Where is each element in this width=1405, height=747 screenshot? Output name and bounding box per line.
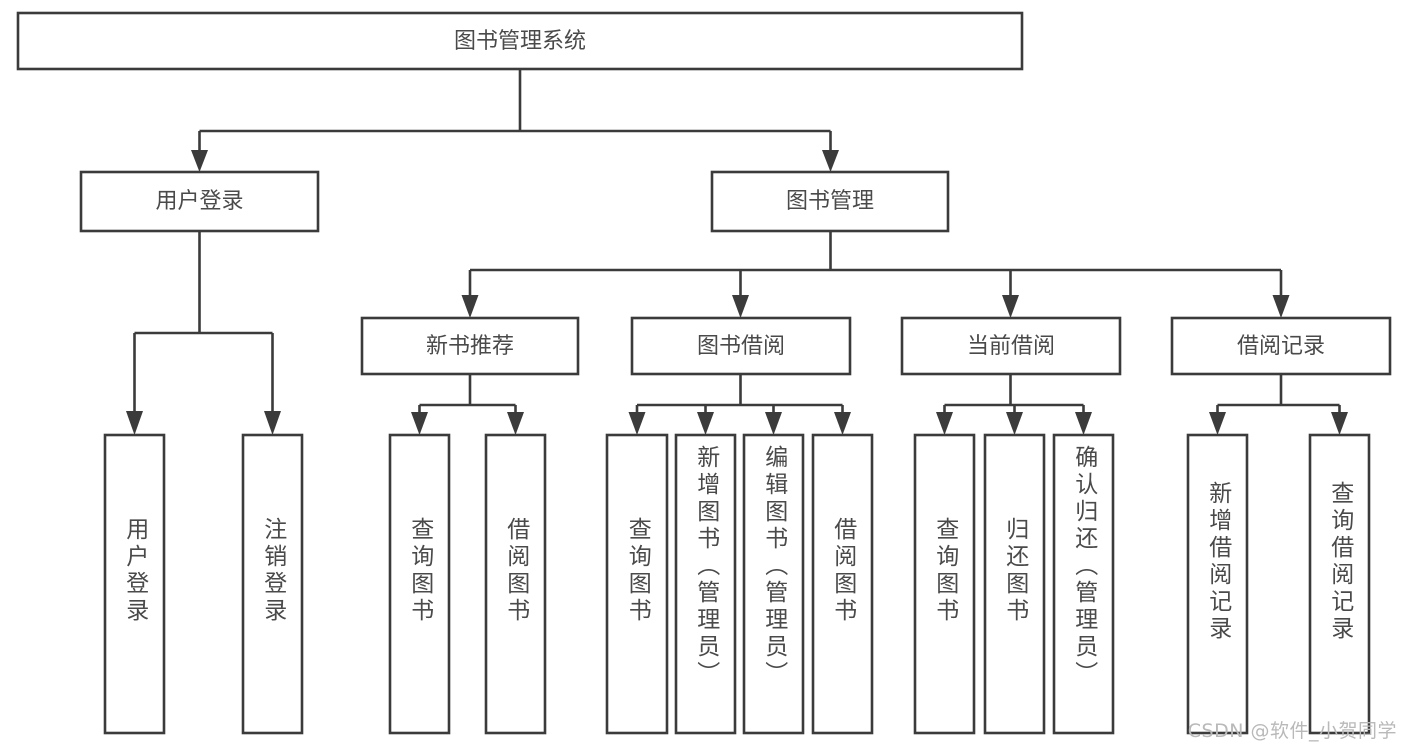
- node-new-book-recommend-label: 新书推荐: [426, 334, 514, 359]
- node-book-borrow[interactable]: 图书借阅: [630, 316, 852, 376]
- arrow-root-to-user-login: [191, 150, 208, 172]
- node-root-label: 图书管理系统: [454, 29, 586, 54]
- arrow-borrow-to-add-book: [697, 412, 714, 435]
- node-leaf-borrow-book-recommend-rect[interactable]: [484, 433, 547, 735]
- arrow-recommend-to-query-book: [411, 412, 428, 435]
- arrow-record-to-add-record: [1209, 412, 1226, 435]
- arrow-current-to-query-book: [936, 412, 953, 435]
- edges-layer: [126, 69, 1348, 435]
- node-borrow-record[interactable]: 借阅记录: [1170, 316, 1392, 376]
- node-leaf-query-book-borrow-rect[interactable]: [605, 433, 669, 735]
- node-leaf-return-book-rect[interactable]: [983, 433, 1046, 735]
- leaf-nodes-layer: [103, 433, 1371, 735]
- arrow-bookmanage-to-current-borrow: [1002, 295, 1019, 318]
- arrow-recommend-to-borrow-book: [507, 412, 524, 435]
- node-leaf-add-book-admin-rect[interactable]: [674, 433, 737, 735]
- node-root[interactable]: 图书管理系统: [16, 11, 1024, 71]
- arrow-borrow-to-edit-book: [765, 412, 782, 435]
- node-book-manage[interactable]: 图书管理: [710, 170, 950, 233]
- node-leaf-query-borrow-record-rect[interactable]: [1308, 433, 1371, 735]
- arrow-userlogin-to-leaf2: [264, 411, 281, 435]
- csdn-watermark: CSDN @软件_小贺同学: [1187, 720, 1397, 742]
- arrow-record-to-query-record: [1331, 412, 1348, 435]
- arrow-borrow-to-query-book: [628, 412, 646, 435]
- node-root-rect[interactable]: [16, 11, 1024, 71]
- node-leaf-query-book-current-rect[interactable]: [913, 433, 976, 735]
- node-leaf-confirm-return-admin-rect[interactable]: [1052, 433, 1115, 735]
- node-book-manage-rect[interactable]: [710, 170, 950, 233]
- node-leaf-logout-rect[interactable]: [241, 433, 304, 735]
- node-new-book-recommend-rect[interactable]: [360, 316, 580, 376]
- arrow-current-to-return-book: [1006, 412, 1023, 435]
- arrow-borrow-to-borrow-book: [834, 412, 851, 435]
- node-leaf-add-borrow-record-rect[interactable]: [1186, 433, 1249, 735]
- node-leaf-borrow-book-rect[interactable]: [811, 433, 874, 735]
- arrow-bookmanage-to-book-borrow: [732, 295, 749, 318]
- node-user-login-label: 用户登录: [155, 189, 243, 214]
- node-borrow-record-rect[interactable]: [1170, 316, 1392, 376]
- node-new-book-recommend[interactable]: 新书推荐: [360, 316, 580, 376]
- node-current-borrow[interactable]: 当前借阅: [900, 316, 1122, 376]
- node-book-borrow-rect[interactable]: [630, 316, 852, 376]
- arrow-userlogin-to-leaf1: [126, 411, 143, 435]
- node-current-borrow-rect[interactable]: [900, 316, 1122, 376]
- node-leaf-edit-book-admin-rect[interactable]: [742, 433, 805, 735]
- node-current-borrow-label: 当前借阅: [967, 334, 1055, 359]
- node-borrow-record-label: 借阅记录: [1237, 334, 1325, 359]
- arrow-current-to-confirm-return: [1075, 412, 1092, 435]
- arrow-bookmanage-to-new-book-recommend: [461, 295, 479, 318]
- arrow-bookmanage-to-borrow-record: [1272, 295, 1290, 318]
- arrow-root-to-book-manage: [822, 150, 839, 172]
- nodes-layer: 图书管理系统 用户登录 图书管理 新书推荐 图书借阅 当前: [16, 11, 1392, 735]
- node-user-login[interactable]: 用户登录: [79, 170, 320, 233]
- node-leaf-query-book-recommend-rect[interactable]: [388, 433, 451, 735]
- node-user-login-rect[interactable]: [79, 170, 320, 233]
- node-leaf-user-login-rect[interactable]: [103, 433, 166, 735]
- node-book-manage-label: 图书管理: [786, 189, 874, 214]
- node-book-borrow-label: 图书借阅: [697, 334, 785, 359]
